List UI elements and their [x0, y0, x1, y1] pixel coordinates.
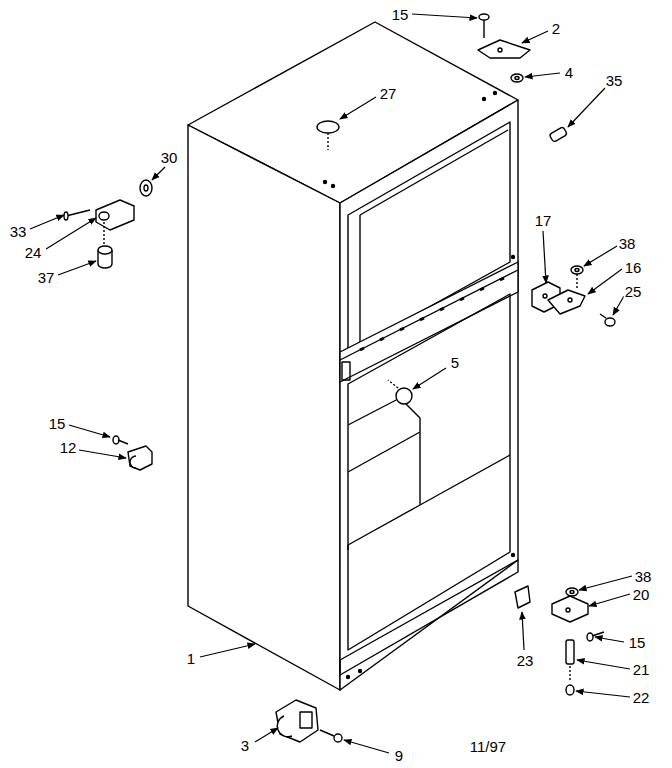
- cabinet: [188, 22, 518, 690]
- callout-number: 35: [605, 73, 624, 88]
- callout-number: 5: [450, 355, 460, 370]
- callout-number: 4: [564, 65, 574, 80]
- callout-number: 17: [534, 213, 553, 228]
- callout-number: 30: [160, 150, 179, 165]
- callout-number: 33: [9, 224, 28, 239]
- callout-number: 12: [59, 440, 78, 455]
- callout-number: 24: [24, 245, 43, 260]
- callout-number: 9: [394, 748, 404, 763]
- parts: [64, 14, 615, 742]
- callout-number: 3: [240, 738, 250, 753]
- callout-number: 38: [634, 569, 653, 584]
- callout-number: 15: [391, 7, 410, 22]
- callout-number: 2: [551, 21, 561, 36]
- callout-number: 1: [186, 651, 196, 666]
- callout-number: 38: [618, 236, 637, 251]
- callout-number: 15: [48, 416, 67, 431]
- callout-number: 27: [379, 86, 398, 101]
- date-code: 11/97: [469, 739, 507, 754]
- callout-number: 25: [624, 284, 643, 299]
- callout-number: 23: [516, 653, 535, 668]
- callout-number: 16: [624, 260, 643, 275]
- callout-number: 22: [632, 690, 651, 705]
- callout-number: 20: [632, 587, 651, 602]
- callout-number: 21: [632, 662, 651, 677]
- callout-number: 37: [37, 270, 56, 285]
- leader-lines: [30, 14, 632, 753]
- callout-number: 15: [628, 635, 647, 650]
